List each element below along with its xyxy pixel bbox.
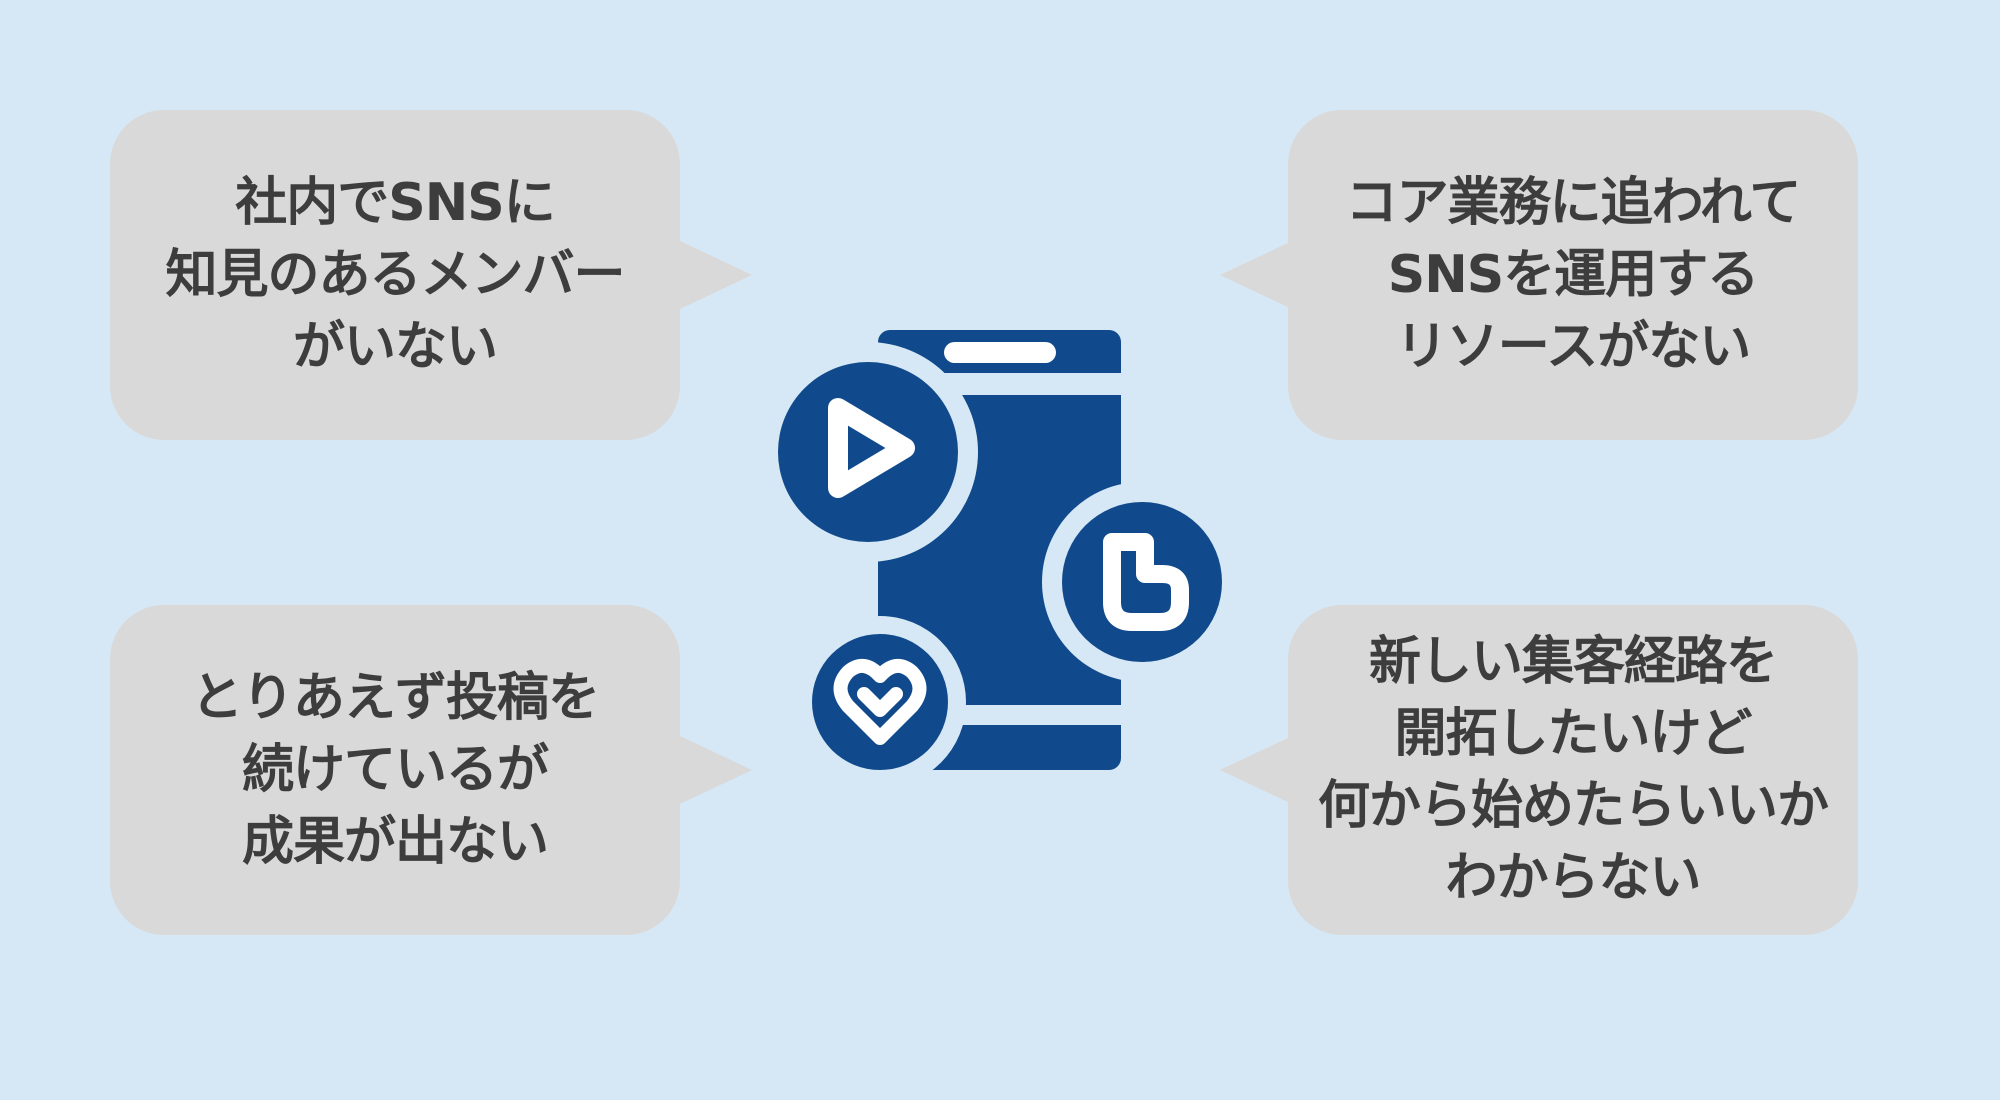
bubble-line: 新しい集客経路を bbox=[1368, 632, 1778, 692]
bubble-line: 成果が出ない bbox=[241, 812, 549, 872]
blog-icon bbox=[1042, 482, 1240, 682]
bubble-bottom-left: とりあえず投稿を 続けているが 成果が出ない bbox=[110, 605, 680, 935]
bubble-tail bbox=[680, 736, 752, 804]
bubble-tail bbox=[680, 241, 752, 309]
bubble-line: コア業務に追われて bbox=[1345, 173, 1802, 233]
bubble-top-left: 社内でSNSに 知見のあるメンバー がいない bbox=[110, 110, 680, 440]
bubble-text: 社内でSNSに 知見のあるメンバー がいない bbox=[165, 167, 625, 383]
bubble-line: リソースがない bbox=[1395, 317, 1751, 377]
bubble-text: コア業務に追われて SNSを運用する リソースがない bbox=[1345, 167, 1802, 383]
smartphone-with-sns-icons bbox=[760, 330, 1240, 788]
bubble-line: 知見のあるメンバー bbox=[165, 245, 625, 305]
bubble-line: とりあえず投稿を bbox=[190, 668, 600, 728]
bubble-line: がいない bbox=[292, 317, 498, 377]
play-icon bbox=[760, 342, 978, 562]
bubble-line: 続けているが bbox=[241, 740, 549, 800]
bubble-line: 開拓したいけど bbox=[1394, 704, 1752, 764]
bubble-line: 何から始めたらいいか bbox=[1317, 776, 1829, 836]
heart-icon bbox=[794, 616, 966, 788]
bubble-tail bbox=[1220, 736, 1292, 804]
bubble-tail bbox=[1220, 241, 1292, 309]
bubble-text: とりあえず投稿を 続けているが 成果が出ない bbox=[190, 662, 600, 878]
bubble-line: SNSを運用する bbox=[1387, 245, 1759, 305]
bubble-bottom-right: 新しい集客経路を 開拓したいけど 何から始めたらいいか わからない bbox=[1288, 605, 1858, 935]
bubble-line: 社内でSNSに bbox=[235, 173, 555, 233]
bubble-line: わからない bbox=[1445, 848, 1701, 908]
bubble-text: 新しい集客経路を 開拓したいけど 何から始めたらいいか わからない bbox=[1317, 626, 1829, 914]
bubble-top-right: コア業務に追われて SNSを運用する リソースがない bbox=[1288, 110, 1858, 440]
